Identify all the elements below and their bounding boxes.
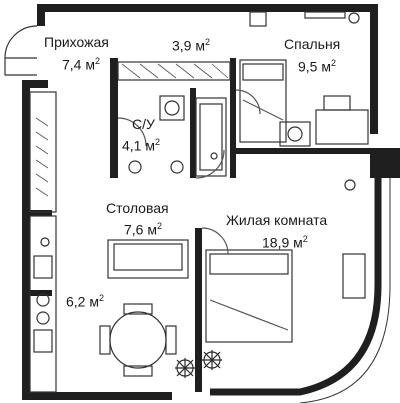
room-label-hallway: Прихожая: [44, 34, 109, 50]
wardrobe: [117, 61, 231, 81]
room-area-living: 18,9 м2: [262, 234, 308, 251]
entrance-door: [4, 25, 38, 59]
room-name: Прихожая: [44, 34, 109, 50]
room-label-bathroom: С/У: [132, 116, 155, 132]
curved-window: [210, 178, 382, 396]
outer-walls: [22, 4, 400, 400]
room-area-bathroom: 4,1 м2: [122, 137, 160, 154]
bathroom-fixtures: [128, 95, 227, 177]
living-bed: [205, 249, 293, 343]
dining-table: [99, 303, 177, 377]
room-area-kitchen: 6,2 м2: [66, 293, 104, 310]
dining-sofa: [107, 239, 189, 279]
washing-machine: [279, 121, 311, 147]
room-area-corridor: 3,9 м2: [172, 37, 210, 54]
kitchen-unit: [29, 91, 57, 393]
room-name: Столовая: [106, 200, 169, 216]
room-area-dining: 7,6 м2: [124, 221, 162, 238]
room-label-dining: Столовая: [106, 200, 169, 216]
room-name: С/У: [132, 116, 155, 132]
room-area-hallway: 7,4 м2: [62, 56, 100, 73]
room-name: Спальня: [284, 36, 341, 52]
room-label-bedroom: Спальня: [284, 36, 340, 52]
tv-stand: [342, 253, 366, 299]
room-name: Жилая комната: [226, 212, 328, 228]
plant-icon: [40, 237, 222, 378]
room-label-living: Жилая комната: [226, 212, 327, 228]
bedroom-desk: [315, 109, 369, 145]
bedroom-bed: [239, 59, 287, 143]
room-area-bedroom: 9,5 м2: [298, 58, 336, 75]
bedroom-chair: [323, 95, 351, 111]
plant-icon: [348, 12, 360, 24]
interior-walls: [22, 58, 370, 392]
